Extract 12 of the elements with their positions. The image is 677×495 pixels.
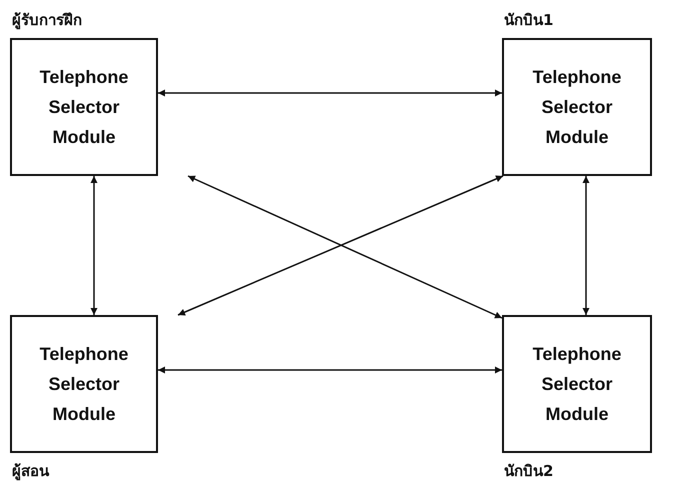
module-label: Telephone Selector Module [532, 343, 622, 426]
role-label: นักบิน2 [504, 461, 554, 482]
double-arrow [158, 90, 502, 96]
role-label: ผู้สอน [12, 461, 49, 482]
role-label: นักบิน1 [504, 10, 554, 31]
double-arrow [90, 176, 98, 315]
module-label: Telephone Selector Module [38, 343, 130, 426]
double-arrow [582, 176, 590, 315]
module-label: Telephone Selector Module [532, 66, 622, 149]
role-label: ผู้รับการฝึก [12, 10, 82, 32]
double-arrow [158, 366, 502, 374]
module-label: Telephone Selector Module [38, 66, 130, 149]
